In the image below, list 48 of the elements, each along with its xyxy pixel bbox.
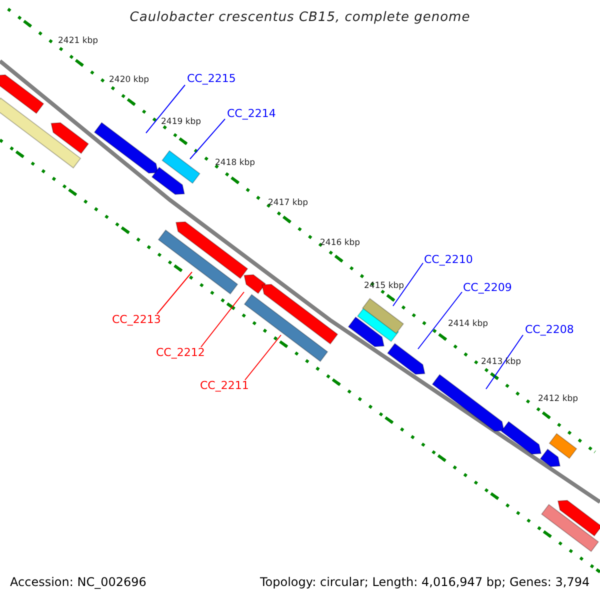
scale-label: 2420 kbp: [109, 76, 150, 84]
gene-label: CC_2211: [200, 380, 249, 391]
gene-feature: [500, 420, 542, 455]
leader-line: [392, 262, 424, 306]
leader-line: [486, 334, 524, 390]
gene-feature: [162, 150, 200, 184]
title: Caulobacter crescentus CB15, complete genome: [128, 11, 472, 24]
gene-feature: [94, 122, 159, 174]
gene-label: CC_2210: [424, 254, 473, 265]
leader-line: [244, 334, 282, 380]
gene-feature: [175, 221, 248, 280]
gene-feature: [244, 294, 328, 362]
leader-line: [146, 84, 186, 134]
scale-label: 2416 kbp: [320, 239, 360, 248]
scale-label: 2415 kbp: [364, 282, 404, 290]
leader-line: [200, 292, 244, 348]
footer-text: Topology: circular; Length: 4,016,947 bp; Genes: 3,794: [260, 576, 590, 588]
gene-label: CC_2214: [227, 108, 276, 119]
scale-label: 2421 kbp: [58, 37, 98, 46]
gene-feature: [548, 432, 578, 460]
footer-text: Accession: NC_002696: [10, 576, 146, 588]
gene-feature: [348, 316, 385, 348]
gene-feature: [540, 504, 600, 552]
gene-feature: [362, 298, 404, 334]
gene-feature: [50, 122, 90, 154]
gene-feature: [540, 448, 561, 468]
gene-feature: [0, 97, 82, 169]
gene-feature: [557, 500, 600, 537]
scale-label: 2414 kbp: [448, 320, 488, 328]
scale-label: 2413 kbp: [481, 358, 522, 366]
gene-feature: [0, 74, 44, 114]
gene-feature: [158, 229, 238, 295]
gene-feature: [261, 284, 338, 345]
scale-label: 2418 kbp: [215, 159, 256, 168]
gene-label: CC_2209: [463, 282, 512, 293]
scale-label: 2419 kbp: [161, 118, 202, 126]
leader-line: [156, 272, 192, 314]
gene-label: CC_2215: [187, 73, 236, 84]
gene-label: CC_2212: [156, 347, 205, 358]
leader-line: [190, 118, 226, 160]
gene-feature: [151, 166, 185, 195]
scale-label: 2417 kbp: [268, 199, 308, 208]
leader-line: [418, 292, 462, 350]
gene-label: CC_2208: [525, 324, 574, 335]
gene-label: CC_2213: [112, 314, 161, 325]
scale-label: 2412 kbp: [538, 395, 578, 404]
gene-feature: [386, 342, 426, 375]
gene-feature: [432, 374, 505, 432]
